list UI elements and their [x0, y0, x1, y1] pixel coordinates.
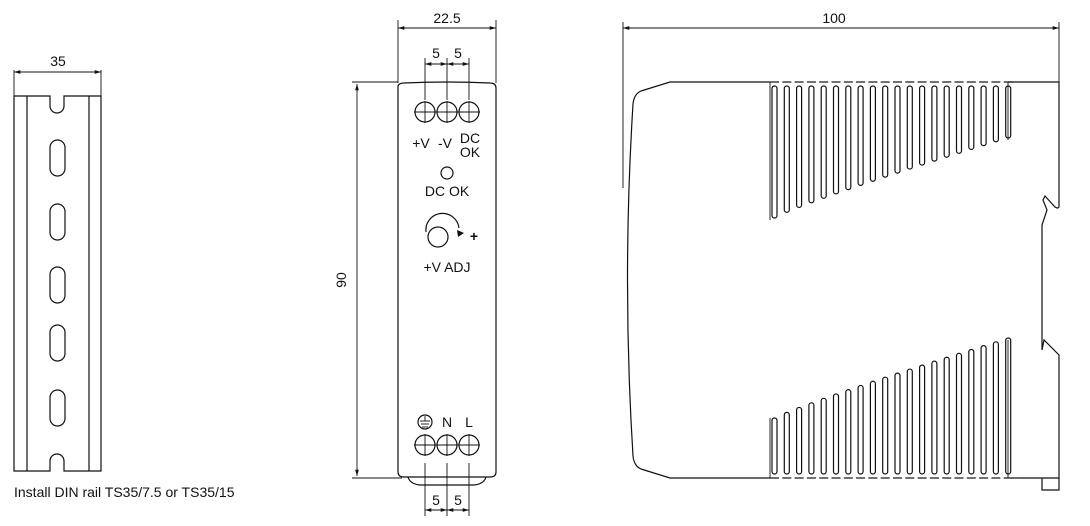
cooling-fin-slot [869, 380, 877, 475]
adjust-label: +V ADJ [423, 259, 470, 275]
voltage-adjust-potentiometer-icon [425, 212, 464, 248]
cooling-fin-slot [771, 85, 778, 219]
cooling-fin-slot [968, 85, 975, 151]
cooling-fin-slot [882, 85, 889, 178]
rail-width-dimension: 35 [50, 53, 66, 69]
cooling-fin-slot [795, 406, 803, 475]
cooling-fin-slot [931, 85, 938, 162]
cooling-fin-slot [968, 348, 975, 475]
cooling-fin-slot [832, 85, 840, 195]
dc-ok-led-label: DC OK [425, 183, 470, 199]
cooling-fin-slot [955, 85, 963, 154]
cooling-fin-slot [955, 352, 963, 475]
screw-terminal-icon [436, 434, 458, 456]
side-depth-dimension: 100 [822, 10, 846, 26]
cooling-fin-slot [906, 85, 913, 170]
rail-slot [49, 266, 66, 304]
screw-terminal-icon [414, 101, 436, 123]
cooling-fin-slot [943, 85, 950, 158]
cooling-fin-slot [795, 85, 803, 209]
terminal-label-l: L [465, 414, 473, 430]
cooling-fin-slot [832, 393, 840, 475]
cooling-fin-slot [808, 85, 815, 204]
cooling-fin-slot [894, 85, 901, 174]
terminal-label-dc: DC [460, 130, 480, 146]
cooling-fin-slot [943, 356, 950, 475]
terminal-label-n: N [442, 414, 452, 430]
adjust-plus-sign: + [470, 228, 478, 244]
cooling-fin-slot [894, 372, 901, 475]
terminal-label-minus-v: -V [438, 135, 453, 151]
cooling-fin-slot [857, 85, 864, 187]
cooling-fin-slot [771, 417, 778, 475]
screw-terminal-icon [414, 434, 436, 456]
front-width-dimension: 22.5 [433, 10, 460, 26]
cooling-fin-slot [992, 85, 1000, 143]
cooling-fin-slot [992, 341, 1000, 475]
pitch-top-2: 5 [454, 45, 462, 61]
side-view-drawing: 100 [622, 10, 1060, 491]
cooling-fin-slot [906, 368, 913, 475]
cooling-fin-slot [783, 411, 790, 475]
cooling-fin-slot [918, 364, 926, 475]
pitch-top-1: 5 [432, 45, 440, 61]
cooling-fin-slot [980, 345, 987, 475]
pitch-bottom-1: 5 [432, 492, 440, 508]
front-height-dimension: 90 [333, 272, 349, 288]
pitch-bottom-2: 5 [454, 492, 462, 508]
rail-slot [49, 139, 66, 177]
cooling-fin-slot [882, 376, 889, 475]
screw-terminal-icon [436, 101, 458, 123]
cooling-fin-slot [820, 397, 827, 475]
din-rail-caption: Install DIN rail TS35/7.5 or TS35/15 [14, 484, 235, 500]
cooling-fin-slot [931, 360, 938, 475]
dc-ok-led-icon [440, 166, 454, 180]
rail-slot [49, 203, 66, 241]
terminal-label-ok: OK [460, 144, 481, 160]
cooling-fin-slot [783, 85, 790, 213]
terminal-label-plus-v: +V [412, 135, 430, 151]
cooling-fin-slot [845, 389, 852, 475]
screw-terminal-icon [458, 101, 480, 123]
cooling-fin-slot [808, 402, 815, 475]
rail-slot [49, 324, 66, 362]
cooling-fin-slot [857, 384, 864, 475]
cooling-fin-slot [845, 85, 852, 191]
front-view-drawing: 22.5 5 5 90 +V -V DC OK DC OK + +V ADJ [333, 10, 497, 516]
cooling-fin-slot [980, 85, 987, 147]
cooling-fin-slot [918, 85, 926, 166]
ground-symbol-icon [417, 414, 433, 430]
cooling-fin-slot [869, 85, 877, 182]
din-rail-drawing: 35 Install DIN rail TS35/7.5 or TS35/15 [13, 53, 235, 500]
rail-slot [49, 389, 66, 427]
cooling-fin-slot [820, 85, 827, 199]
screw-terminal-icon [458, 434, 480, 456]
